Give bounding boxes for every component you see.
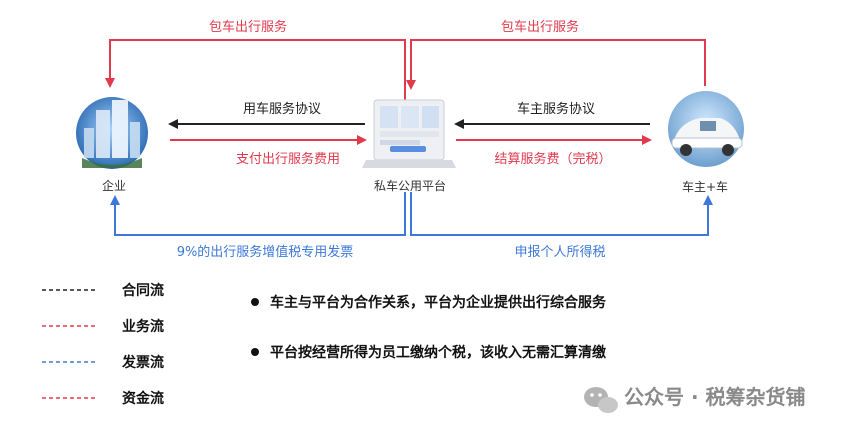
owner-node: 车主+车	[668, 91, 744, 194]
platform-node: 私车公用平台	[362, 99, 456, 193]
enterprise-label: 企业	[102, 178, 126, 193]
right-payment-label: 结算服务费（完税）	[494, 151, 611, 167]
bottom-right-flow-line	[410, 192, 713, 236]
note-2: 平台按经营所得为员工缴纳个税，该收入无需汇算清缴	[270, 344, 607, 361]
top-right-flow-label: 包车出行服务	[501, 19, 579, 35]
bottom-left-flow-label: 9%的出行服务增值税专用发票	[177, 244, 354, 260]
top-left-flow-line	[105, 39, 406, 115]
bottom-left-flow-line	[110, 192, 406, 236]
left-contract-label: 用车服务协议	[243, 101, 321, 117]
legend: 合同流 业务流 发票流 资金流	[42, 282, 164, 407]
watermark-text: 公众号 · 税筹杂货铺	[624, 385, 806, 409]
watermark: 公众号 · 税筹杂货铺	[584, 385, 806, 413]
legend-contract-label: 合同流	[122, 282, 164, 299]
right-contract-label: 车主服务协议	[517, 101, 595, 117]
top-left-flow-label: 包车出行服务	[209, 19, 287, 35]
top-right-flow-line	[406, 39, 706, 90]
bullet-dot	[251, 298, 259, 306]
legend-capital-label: 资金流	[122, 390, 164, 407]
bullet-dot	[251, 348, 259, 356]
owner-label: 车主+车	[682, 179, 728, 194]
legend-invoice-label: 发票流	[121, 354, 164, 371]
wechat-icon	[584, 387, 618, 413]
legend-business-label: 业务流	[122, 318, 164, 335]
note-1: 车主与平台为合作关系，平台为企业提供出行综合服务	[270, 294, 607, 311]
enterprise-node: 企业	[76, 97, 148, 193]
notes: 车主与平台为合作关系，平台为企业提供出行综合服务 平台按经营所得为员工缴纳个税，…	[251, 294, 607, 361]
bottom-right-flow-label: 申报个人所得税	[514, 244, 605, 260]
left-payment-label: 支付出行服务费用	[236, 151, 340, 167]
platform-label: 私车公用平台	[374, 178, 446, 193]
